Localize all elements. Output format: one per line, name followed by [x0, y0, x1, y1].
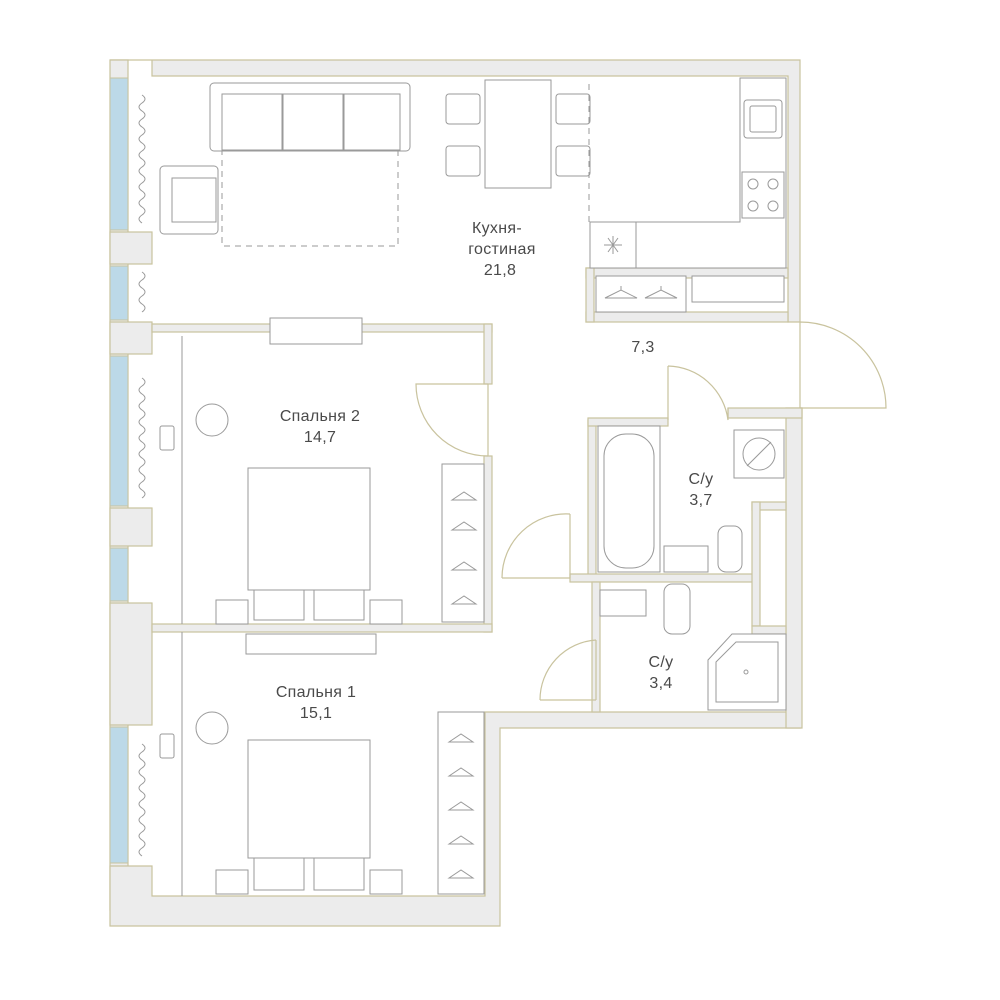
wall-top: [110, 59, 801, 323]
door-bedroom2[interactable]: [415, 383, 489, 457]
wall-pillar-3: [109, 507, 153, 547]
windows: [109, 77, 129, 864]
toilet: [717, 525, 743, 573]
wall-bath-top: [587, 417, 669, 427]
sofa: [209, 82, 411, 152]
bathroom1-area: 3,7: [689, 492, 712, 509]
wall-bath-left: [587, 419, 597, 579]
hanger-icon: [450, 491, 478, 501]
wardrobe-bedroom2: [441, 463, 485, 623]
doors: [415, 321, 887, 701]
dining-table: [445, 79, 591, 189]
desk-chair: [159, 403, 229, 451]
hanger-icon: [644, 286, 678, 299]
fridge-icon: [604, 236, 622, 254]
wall-bath2-top-right: [751, 625, 787, 635]
bedroom1-furniture: [138, 632, 485, 896]
bedroom1-area: 15,1: [300, 705, 332, 722]
kitchen-living-name-1: Кухня-: [472, 220, 522, 237]
washing-machine-icon: [733, 429, 785, 479]
bedroom2-area: 14,7: [304, 429, 336, 446]
storage-wardrobe: [595, 275, 785, 313]
wall-pillar-1: [109, 231, 153, 265]
wall-bath-mid: [569, 573, 757, 583]
bathroom2-name: С/у: [649, 654, 674, 671]
tv-bedroom2: [269, 317, 363, 345]
kitchen-counter: [589, 77, 787, 269]
bedroom2-name: Спальня 2: [280, 408, 360, 425]
bathroom2-area: 3,4: [649, 675, 672, 692]
window-living: [109, 77, 129, 231]
rug: [221, 149, 399, 247]
hanger-icon: [447, 835, 475, 845]
wall-pillar-2: [109, 321, 153, 355]
hanger-icon: [447, 767, 475, 777]
hanger-icon: [450, 561, 478, 571]
door-bathroom1[interactable]: [667, 365, 729, 421]
wall-bed2-right-top: [483, 323, 493, 385]
bed-bedroom2: [215, 467, 403, 625]
wall-bath-divider: [751, 501, 761, 627]
kitchen-living-area: 21,8: [484, 262, 516, 279]
living-furniture: [138, 77, 787, 313]
door-bathroom2[interactable]: [539, 639, 597, 701]
curtain-living: [138, 94, 146, 224]
door-bedroom1[interactable]: [501, 513, 571, 579]
curtain-bedroom1: [138, 743, 146, 857]
hanger-icon: [447, 869, 475, 879]
curtain-bedroom2: [138, 377, 146, 499]
stove-icon: [741, 171, 785, 219]
hall-area: 7,3: [631, 339, 654, 356]
wall-bed2-right-bottom: [483, 455, 493, 633]
washbasin-2: [599, 589, 647, 617]
washbasin: [663, 545, 709, 573]
armchair: [159, 165, 219, 235]
window-bedroom2: [109, 355, 129, 507]
kitchen-living-name-2: гостиная: [468, 241, 535, 258]
wall-storage-bottom: [585, 311, 789, 323]
window-living-2: [109, 265, 129, 321]
hanger-icon: [450, 521, 478, 531]
curtain-living-2: [138, 271, 146, 313]
bedroom2-furniture: [138, 317, 485, 655]
bathroom1-name: С/у: [689, 471, 714, 488]
wall-bath-top2: [727, 407, 803, 419]
shower: [707, 633, 787, 711]
room-labels: Кухня- гостиная 21,8 7,3 Спальня 2 14,7 …: [276, 220, 714, 722]
hanger-icon: [447, 801, 475, 811]
window-bedroom2-2: [109, 547, 129, 602]
wardrobe-bedroom1: [437, 711, 485, 895]
desk-chair-2: [159, 711, 229, 759]
wall-pillar-4: [109, 602, 153, 726]
wall-right-lower: [785, 407, 803, 729]
bed-bedroom1: [215, 739, 403, 895]
hanger-icon: [450, 595, 478, 605]
wall-storage-left: [585, 267, 595, 323]
bedroom1-name: Спальня 1: [276, 684, 356, 701]
tv-bedroom1: [245, 633, 377, 655]
hanger-icon: [447, 733, 475, 743]
window-bedroom1: [109, 726, 129, 864]
wall-bed2-bed1: [151, 623, 493, 633]
hanger-icon: [604, 286, 638, 299]
toilet-2: [663, 583, 691, 635]
bathroom-fixtures: [597, 425, 787, 711]
door-entry[interactable]: [799, 321, 887, 409]
